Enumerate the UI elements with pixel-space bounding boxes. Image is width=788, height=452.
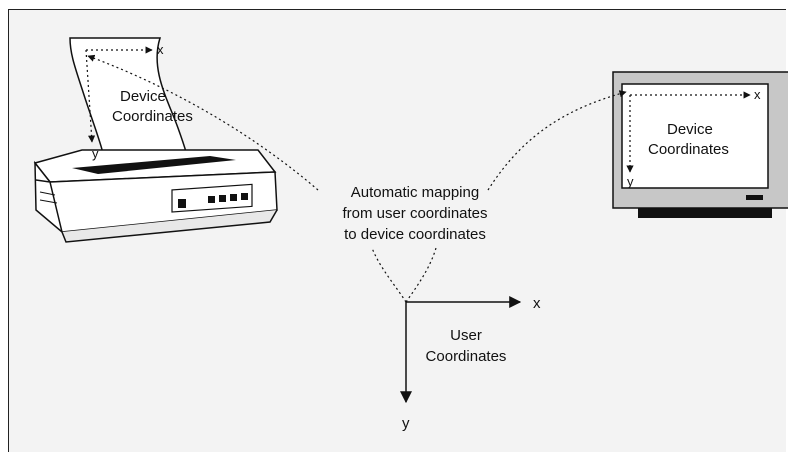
printer-title-line2: Coordinates — [112, 108, 193, 125]
monitor-illustration: x y Device Coordinates — [612, 71, 788, 218]
mapping-label-line2: from user coordinates — [342, 205, 487, 222]
monitor-title-line1: Device — [667, 121, 713, 138]
printer-paper-slot — [72, 156, 236, 174]
user-title-line2: Coordinates — [426, 348, 507, 365]
monitor-title-line2: Coordinates — [648, 141, 729, 158]
printer-illustration: x y Device Coordinates — [33, 37, 278, 243]
mapping-link-left — [371, 247, 407, 303]
mapping-label-line3: to device coordinates — [344, 226, 486, 243]
monitor-x-label: x — [754, 87, 761, 102]
mapping-arrow-to-printer — [87, 54, 319, 191]
mapping-label-line1: Automatic mapping — [351, 184, 479, 201]
printer-title-line1: Device — [120, 88, 166, 105]
monitor-y-label: y — [627, 174, 634, 189]
mapping-link-right — [405, 247, 437, 303]
printer-y-label: y — [92, 146, 99, 161]
user-x-label: x — [533, 295, 541, 312]
mapping-arrow-to-monitor — [487, 90, 627, 191]
printer-x-label: x — [157, 42, 164, 57]
user-title-line1: User — [450, 327, 482, 344]
monitor-screen — [621, 83, 769, 189]
monitor-power-button — [746, 195, 763, 200]
user-y-label: y — [402, 415, 410, 432]
printer-y-axis — [85, 49, 96, 143]
